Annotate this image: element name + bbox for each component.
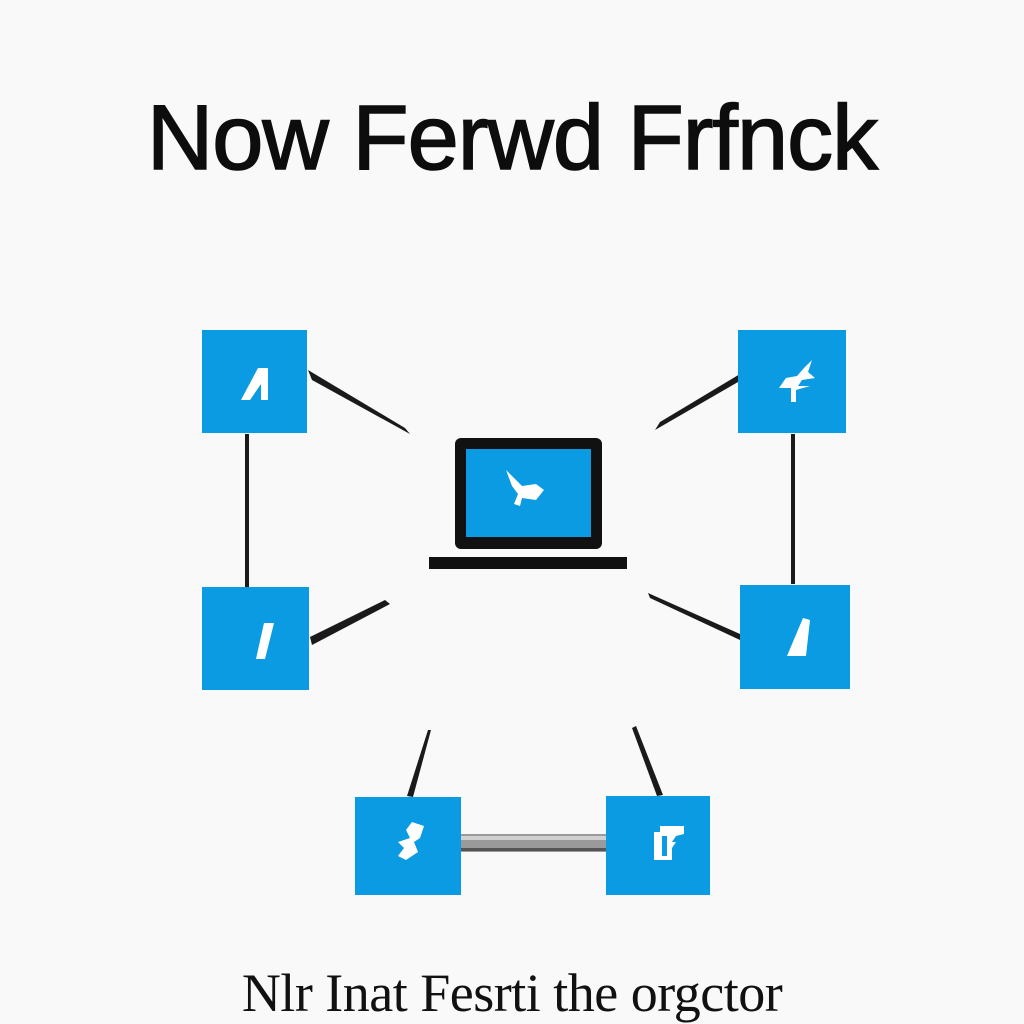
blade-glyph-icon xyxy=(787,618,810,656)
scribble-glyph-icon xyxy=(398,822,424,860)
edge-top-right-center xyxy=(655,374,740,430)
node-middle-left xyxy=(202,587,309,690)
edge-middle-right-center xyxy=(648,593,740,640)
edge-left-vertical xyxy=(245,434,249,587)
edge-middle-left-center xyxy=(310,600,390,645)
slash-glyph-icon-2 xyxy=(256,623,274,659)
slash-glyph-icon xyxy=(241,368,268,400)
node-top-right xyxy=(738,330,846,433)
edge-bottom-left-up xyxy=(407,730,431,797)
edge-bottom-right-up xyxy=(632,726,663,796)
node-top-left xyxy=(202,330,307,433)
diagram-caption: Nlr Inat Fesrti the orgctor xyxy=(241,963,783,1023)
chair-glyph-icon xyxy=(654,826,684,860)
node-bottom-right xyxy=(606,796,710,895)
connectors xyxy=(245,370,795,852)
laptop-icon xyxy=(429,438,627,569)
edge-right-vertical xyxy=(791,434,795,584)
node-middle-right xyxy=(740,585,850,689)
diagram-title: Now Ferwd Frfnck xyxy=(146,87,879,189)
pen-glyph-icon xyxy=(779,360,815,402)
node-bottom-left xyxy=(355,797,461,895)
edge-top-left-center xyxy=(308,370,410,434)
